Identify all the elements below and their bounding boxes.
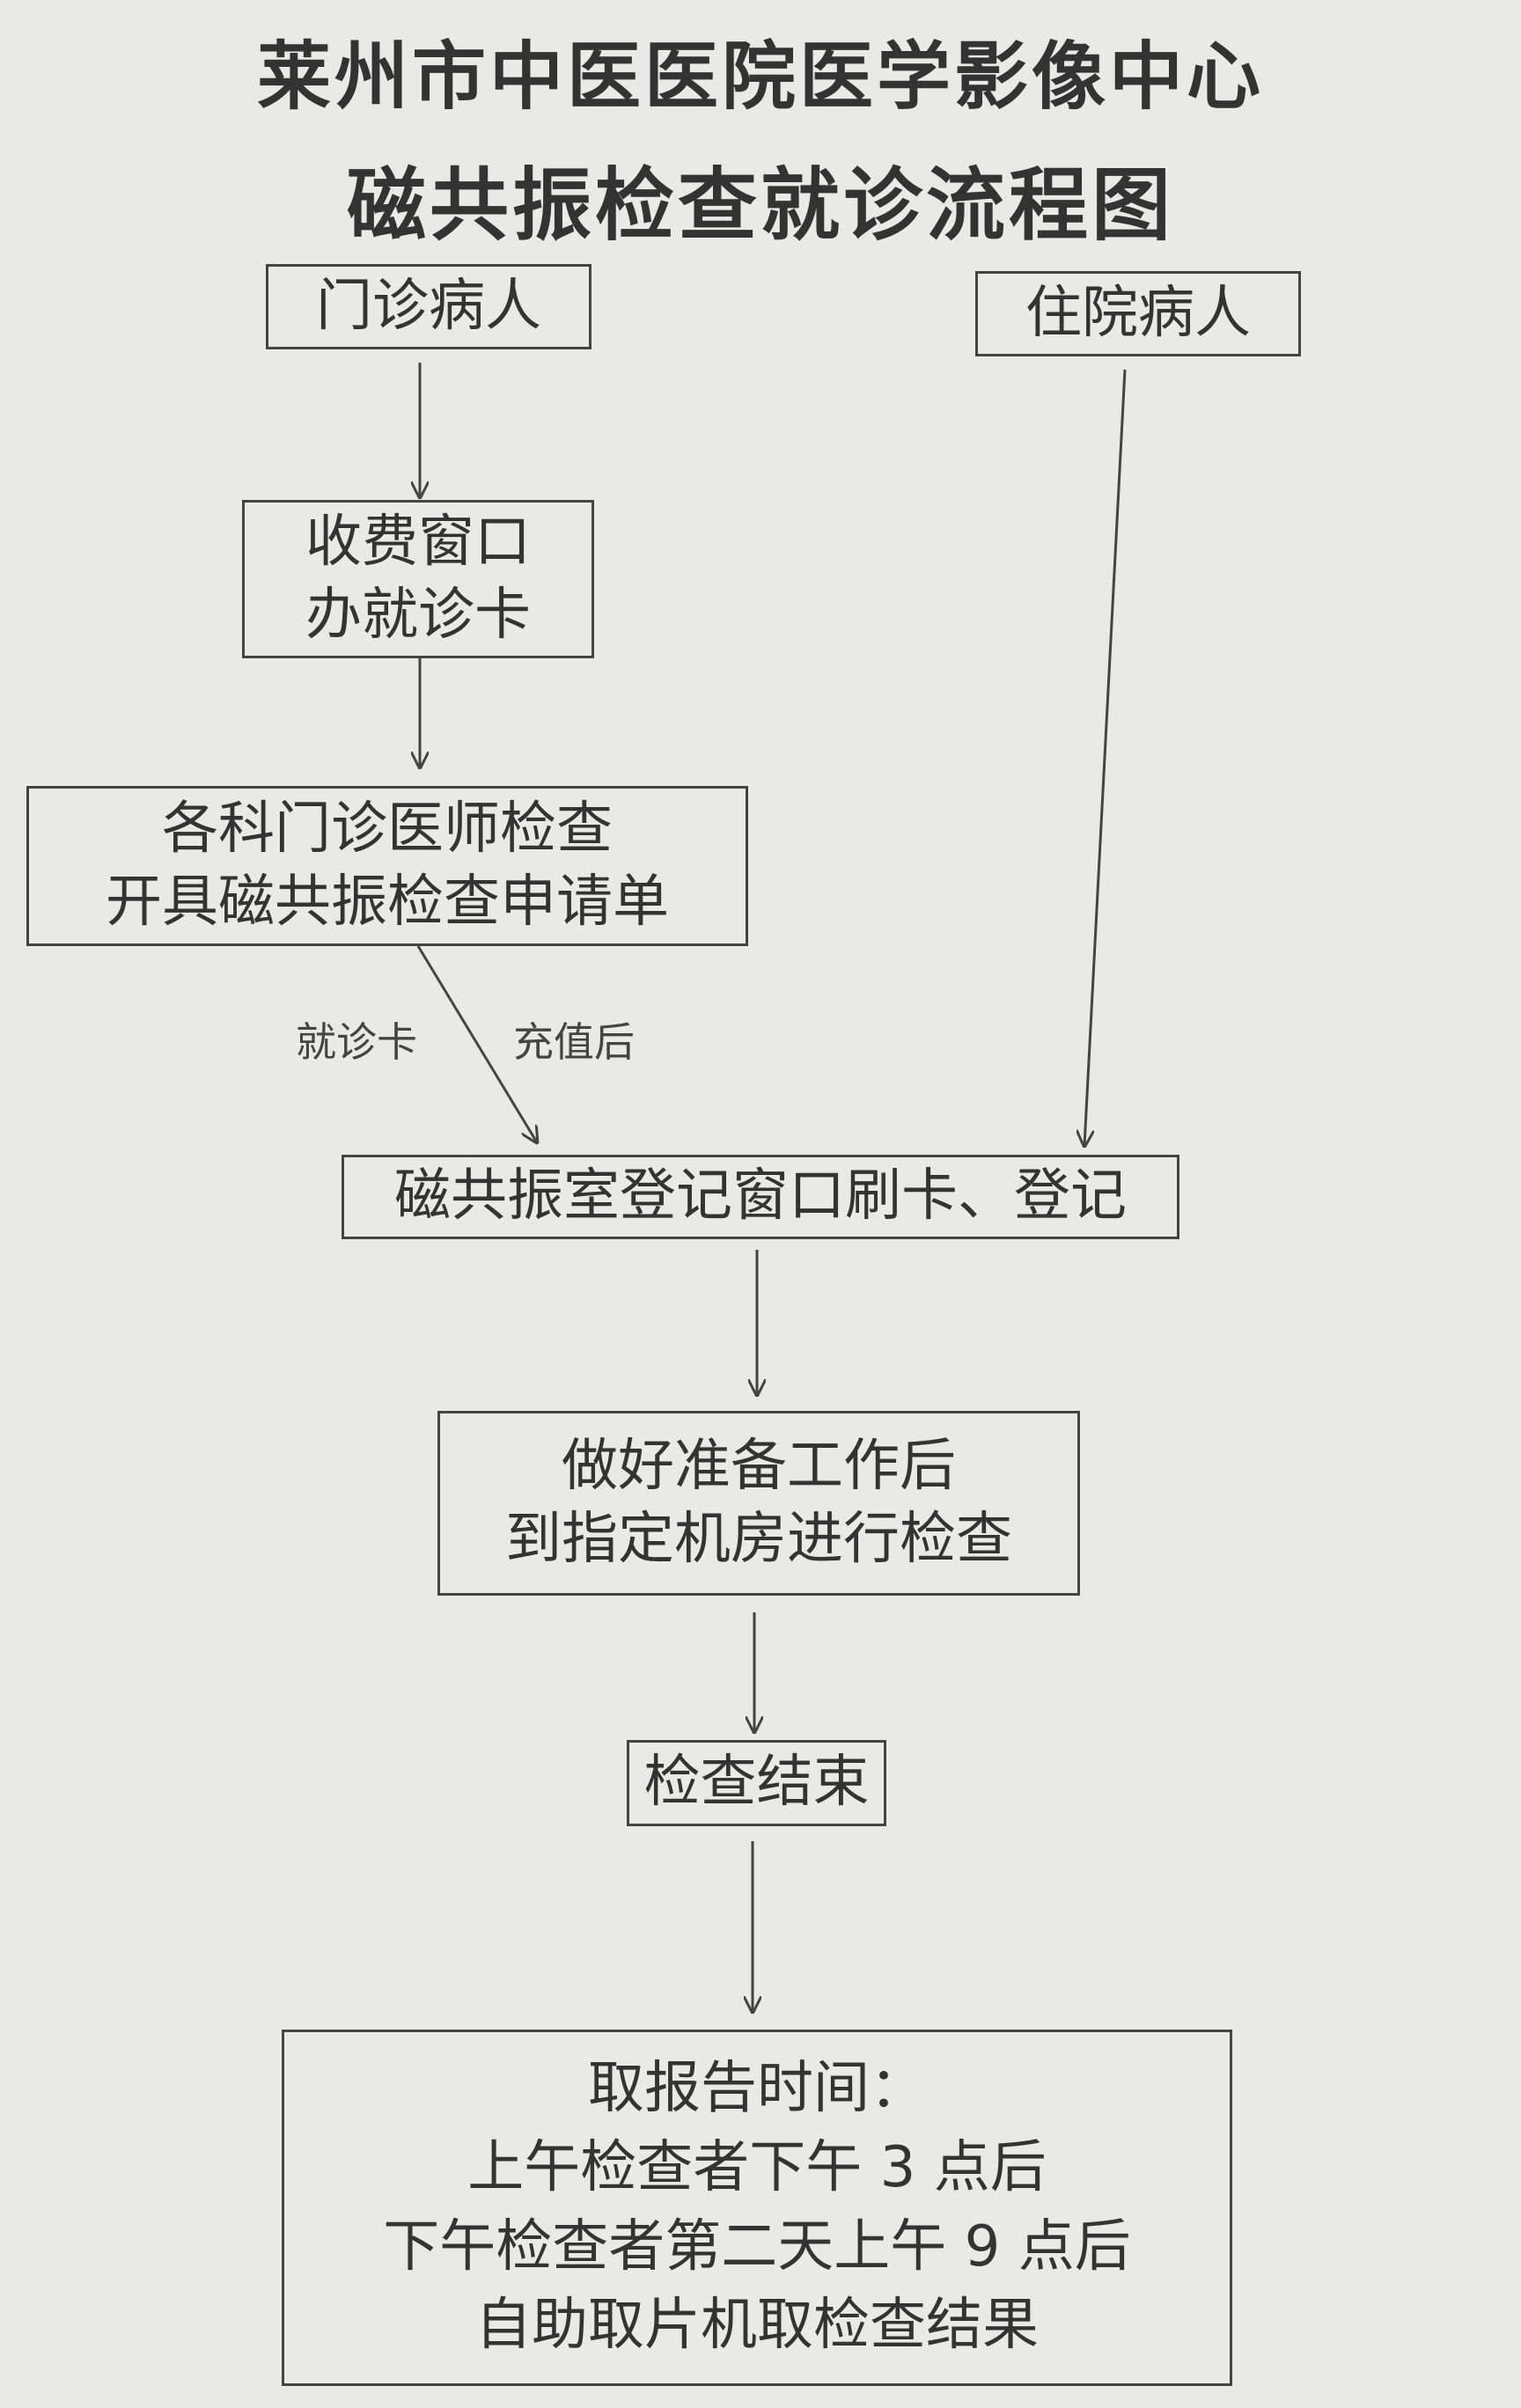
node-doctor-exam: 各科门诊医师检查 开具磁共振检查申请单 xyxy=(26,786,748,946)
node-mri-register: 磁共振室登记窗口刷卡、登记 xyxy=(342,1155,1179,1239)
arrow-doctor-to-register xyxy=(416,945,537,1142)
diagram-subtitle: 磁共振检查就诊流程图 xyxy=(347,159,1174,252)
node-outpatient: 门诊病人 xyxy=(266,264,592,349)
edge-label-recharge: 充值后 xyxy=(513,1018,635,1066)
node-exam-end: 检查结束 xyxy=(627,1740,886,1826)
diagram-title: 莱州市中医医院医学影像中心 xyxy=(256,33,1264,120)
node-prepare: 做好准备工作后 到指定机房进行检查 xyxy=(437,1411,1080,1596)
node-inpatient: 住院病人 xyxy=(975,271,1301,356)
edge-label-card: 就诊卡 xyxy=(296,1018,417,1066)
node-report: 取报告时间： 上午检查者下午 3 点后 下午检查者第二天上午 9 点后 自助取片… xyxy=(282,2030,1232,2386)
arrow-inpatient-to-register xyxy=(1084,369,1127,1146)
node-cashier: 收费窗口 办就诊卡 xyxy=(242,500,594,658)
